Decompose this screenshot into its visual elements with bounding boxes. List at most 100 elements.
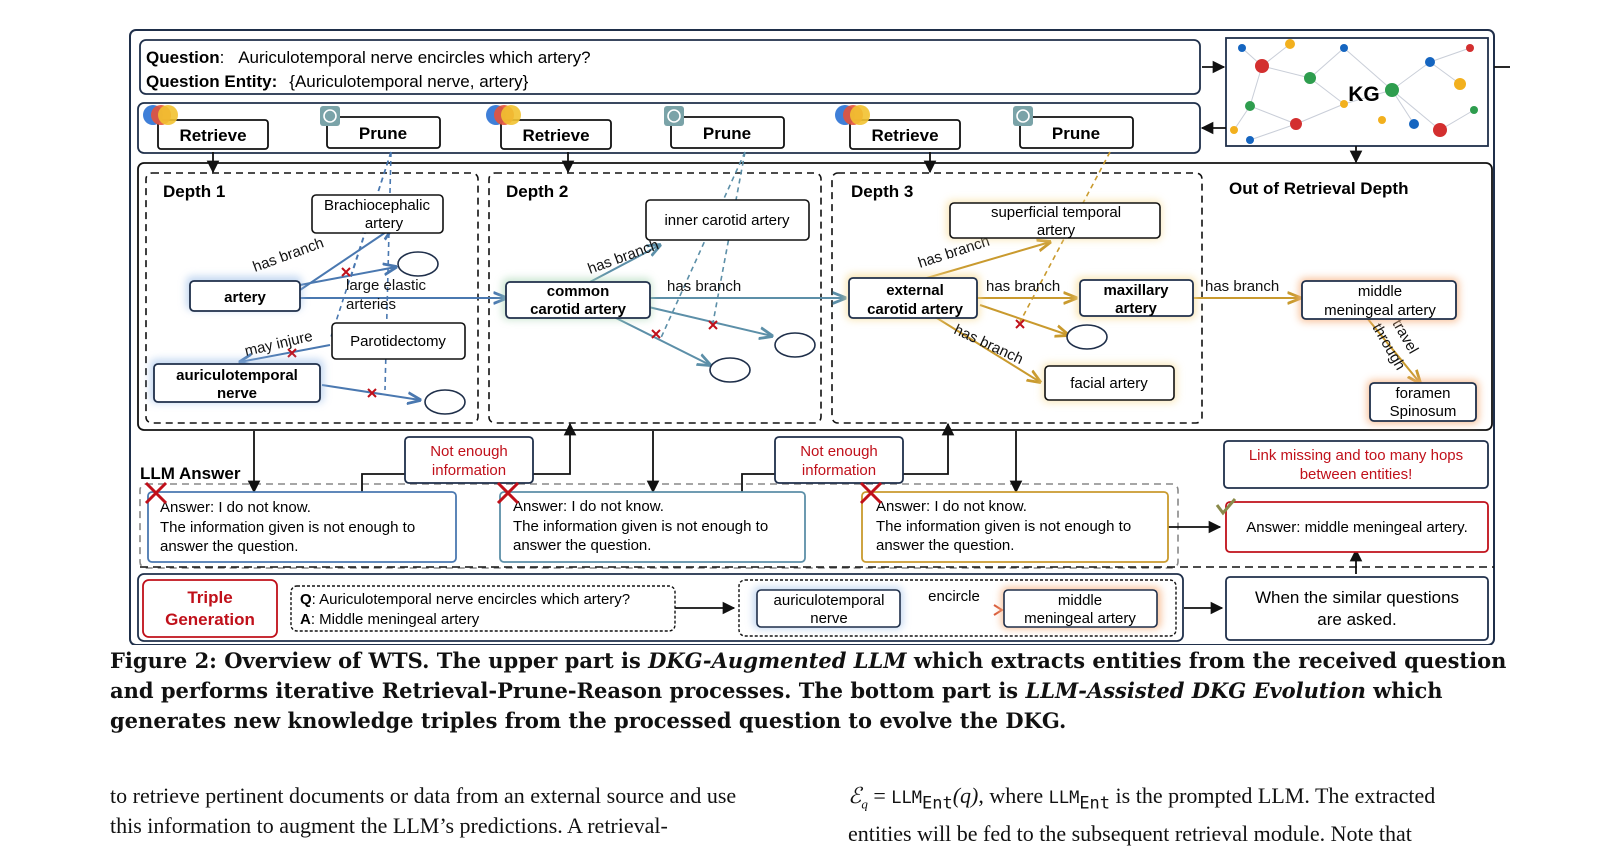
node-external-carotid-artery: external carotid artery [846,274,980,320]
depth-1-label: Depth 1 [163,182,225,201]
triple-relation: encircle [928,588,980,605]
node-parotidectomy: Parotidectomy [331,322,466,360]
llm-answer-label: LLM Answer [140,464,241,483]
svg-text:Parotidectomy: Parotidectomy [350,333,446,350]
svg-text:Answer: I do not know.: Answer: I do not know. [160,499,311,516]
kg-graph: KG [1225,37,1489,147]
triple-head-node: auriculotemporal nerve [753,587,903,629]
check-mark-icon [1215,498,1237,516]
kg-label: KG [1348,83,1380,106]
question-box: Question: Auriculotemporal nerve encircl… [139,39,1201,95]
question-text: Auriculotemporal nerve encircles which a… [238,48,590,67]
outer-frame [129,29,1495,645]
svg-text:Retrieve: Retrieve [871,126,938,145]
svg-text:external: external [886,282,944,299]
prune-button-2: Prune [664,106,785,149]
edge-label: has branch [251,234,327,275]
node-maxillary-artery: maxillary artery [1076,277,1196,319]
svg-text:artery: artery [1115,300,1157,317]
similar-questions-box: When the similar questions are asked. [1225,576,1489,641]
retriever-icon [143,105,178,125]
edge-label: arteries [346,296,396,313]
svg-text:Spinosum: Spinosum [1390,403,1457,420]
depth-3-label: Depth 3 [851,182,913,201]
edge-label: large elastic [346,277,427,294]
svg-text:The information given is not e: The information given is not enough to [513,518,768,535]
node-superficial-temporal-artery: superficial temporal artery [946,200,1162,240]
llm-answer-frame [139,483,1179,569]
svg-text:artery: artery [1037,222,1076,239]
svg-text:nerve: nerve [810,610,848,627]
svg-text:common: common [547,283,610,300]
out-of-depth-label: Out of Retrieval Depth [1229,179,1408,198]
node-inner-carotid-artery: inner carotid artery [645,199,810,241]
final-answer-box: Answer: middle meningeal artery. [1225,501,1489,553]
edge-label: has branch [667,278,741,295]
svg-text:Prune: Prune [359,124,407,143]
svg-text:carotid artery: carotid artery [867,301,964,318]
svg-text:Not enough: Not enough [430,443,508,460]
svg-text:nerve: nerve [217,385,257,402]
svg-text:maxillary: maxillary [1103,282,1169,299]
svg-text:meningeal artery: meningeal artery [1324,302,1436,319]
svg-text:superficial temporal: superficial temporal [991,204,1121,221]
svg-text:Generation: Generation [165,610,255,629]
svg-text:answer the question.: answer the question. [876,537,1014,554]
body-text-left: to retrieve pertinent documents or data … [110,783,737,838]
placeholder-node [774,332,816,358]
svg-text:Answer: middle meningeal arter: Answer: middle meningeal artery. [1246,519,1467,536]
node-auriculotemporal-nerve: auriculotemporal nerve [150,359,324,403]
svg-text:artery: artery [365,215,404,232]
answer-box-depth-3: Answer: I do not know. The information g… [861,491,1169,563]
node-brachiocephalic-artery: Brachiocephalic artery [311,194,444,234]
edge-label: has branch [951,321,1025,368]
svg-text:Answer: I do not know.: Answer: I do not know. [876,498,1027,515]
prune-button-3: Prune [1013,106,1134,149]
placeholder-node [397,251,439,277]
new-triple-frame [738,579,1177,637]
svg-text:information: information [802,462,876,479]
wrong-mark-icon [144,481,883,505]
edge-label: has branch [986,278,1060,295]
edge-label: has branch [586,236,662,277]
svg-text:middle: middle [1058,592,1102,609]
question-entity-label: Question Entity: [146,72,277,91]
retriever-icon [486,105,521,125]
edge-label: has branch [1205,278,1279,295]
svg-text:foramen: foramen [1395,385,1450,402]
svg-text:Brachiocephalic: Brachiocephalic [324,197,430,214]
not-enough-info-box-2: Not enough information [774,436,904,484]
triple-tail-node: middle meningeal artery [1001,587,1161,629]
svg-text:are asked.: are asked. [1317,610,1396,629]
answer-box-depth-2: Answer: I do not know. The information g… [499,491,806,563]
retrieve-button-3: Retrieve [835,105,961,150]
prune-button-1: Prune [320,106,441,149]
retriever-icon [835,105,870,125]
depth-2-label: Depth 2 [506,182,568,201]
llm-icon [1013,106,1033,126]
svg-text:artery: artery [224,289,266,306]
placeholder-node [424,389,466,415]
svg-text:meningeal artery: meningeal artery [1024,610,1136,627]
svg-text:middle: middle [1358,283,1402,300]
node-foramen-spinosum: foramen Spinosum [1367,380,1479,424]
svg-text:The information given is not e: The information given is not enough to [876,518,1131,535]
svg-text:Not enough: Not enough [800,443,878,460]
svg-text:Retrieve: Retrieve [522,126,589,145]
svg-text:facial artery: facial artery [1070,375,1148,392]
svg-text:Q: Auriculotemporal nerve enci: Q: Auriculotemporal nerve encircles whic… [300,591,630,608]
svg-text:The information given is not e: The information given is not enough to [160,519,415,536]
answer-box-depth-1: Answer: I do not know. The information g… [147,491,457,563]
figure-caption: Figure 2: Overview of WTS. The upper par… [110,648,1507,733]
question-entity-text: {Auriculotemporal nerve, artery} [289,72,528,91]
svg-text:information: information [432,462,506,479]
question-label: Question [146,48,220,67]
retrieve-button-1: Retrieve [143,105,269,150]
wts-overview-diagram: Question: Auriculotemporal nerve encircl… [129,29,1510,645]
svg-text:Prune: Prune [1052,124,1100,143]
svg-text:answer the question.: answer the question. [160,538,298,555]
placeholder-node [1066,324,1108,350]
node-middle-meningeal-artery: middle meningeal artery [1299,278,1459,322]
svg-text:between entities!: between entities! [1300,466,1413,483]
svg-text:Link missing and too many hops: Link missing and too many hops [1249,447,1463,464]
